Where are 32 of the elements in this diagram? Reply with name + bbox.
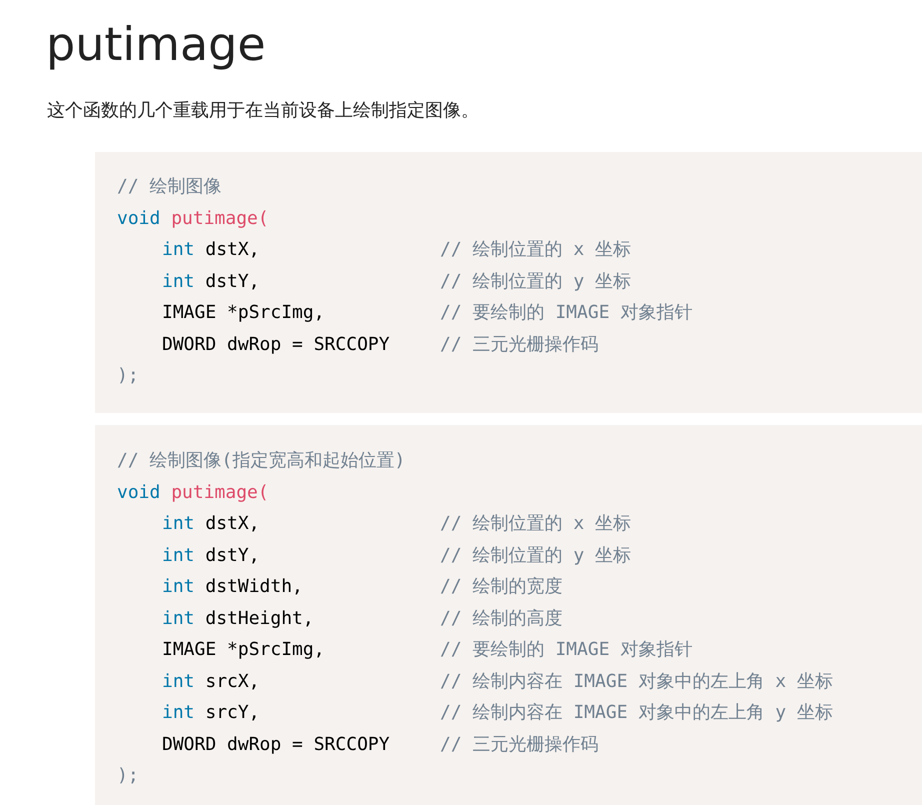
code-comment: // 绘制的宽度 bbox=[440, 575, 563, 599]
code-comment: // 绘制图像 bbox=[117, 175, 222, 199]
code-line: IMAGE *pSrcImg, bbox=[162, 301, 325, 325]
code-line: ); bbox=[117, 364, 139, 388]
code-line: int dstY, bbox=[162, 270, 260, 294]
code-line: int dstWidth, bbox=[162, 575, 303, 599]
code-line: DWORD dwRop = SRCCOPY bbox=[162, 732, 390, 756]
code-comment: // 绘制内容在 IMAGE 对象中的左上角 x 坐标 bbox=[440, 670, 833, 694]
code-comment: // 绘制的高度 bbox=[440, 606, 563, 630]
code-comment: // 三元光栅操作码 bbox=[440, 732, 599, 756]
code-comment: // 要绘制的 IMAGE 对象指针 bbox=[440, 638, 692, 662]
code-comment: // 绘制位置的 x 坐标 bbox=[440, 238, 632, 262]
code-line: int dstX, bbox=[162, 238, 260, 262]
code-line: int srcY, bbox=[162, 701, 260, 725]
code-comment: // 绘制位置的 y 坐标 bbox=[440, 270, 632, 294]
code-line: int dstY, bbox=[162, 544, 260, 568]
code-line: int dstHeight, bbox=[162, 606, 314, 630]
code-comment: // 绘制位置的 y 坐标 bbox=[440, 544, 632, 568]
code-comment: // 要绘制的 IMAGE 对象指针 bbox=[440, 301, 692, 325]
code-line: DWORD dwRop = SRCCOPY bbox=[162, 332, 390, 356]
code-comment: // 绘制图像(指定宽高和起始位置) bbox=[117, 449, 406, 473]
code-line: void putimage( bbox=[117, 206, 269, 230]
code-comment: // 绘制位置的 x 坐标 bbox=[440, 512, 632, 536]
code-line: void putimage( bbox=[117, 480, 269, 504]
code-line: ); bbox=[117, 764, 139, 788]
code-comment: // 绘制内容在 IMAGE 对象中的左上角 y 坐标 bbox=[440, 701, 833, 725]
code-line: IMAGE *pSrcImg, bbox=[162, 638, 325, 662]
intro-text: 这个函数的几个重载用于在当前设备上绘制指定图像。 bbox=[47, 99, 479, 123]
page-title: putimage bbox=[46, 16, 266, 73]
code-line: int srcX, bbox=[162, 670, 260, 694]
code-line: int dstX, bbox=[162, 512, 260, 536]
code-comment: // 三元光栅操作码 bbox=[440, 332, 599, 356]
